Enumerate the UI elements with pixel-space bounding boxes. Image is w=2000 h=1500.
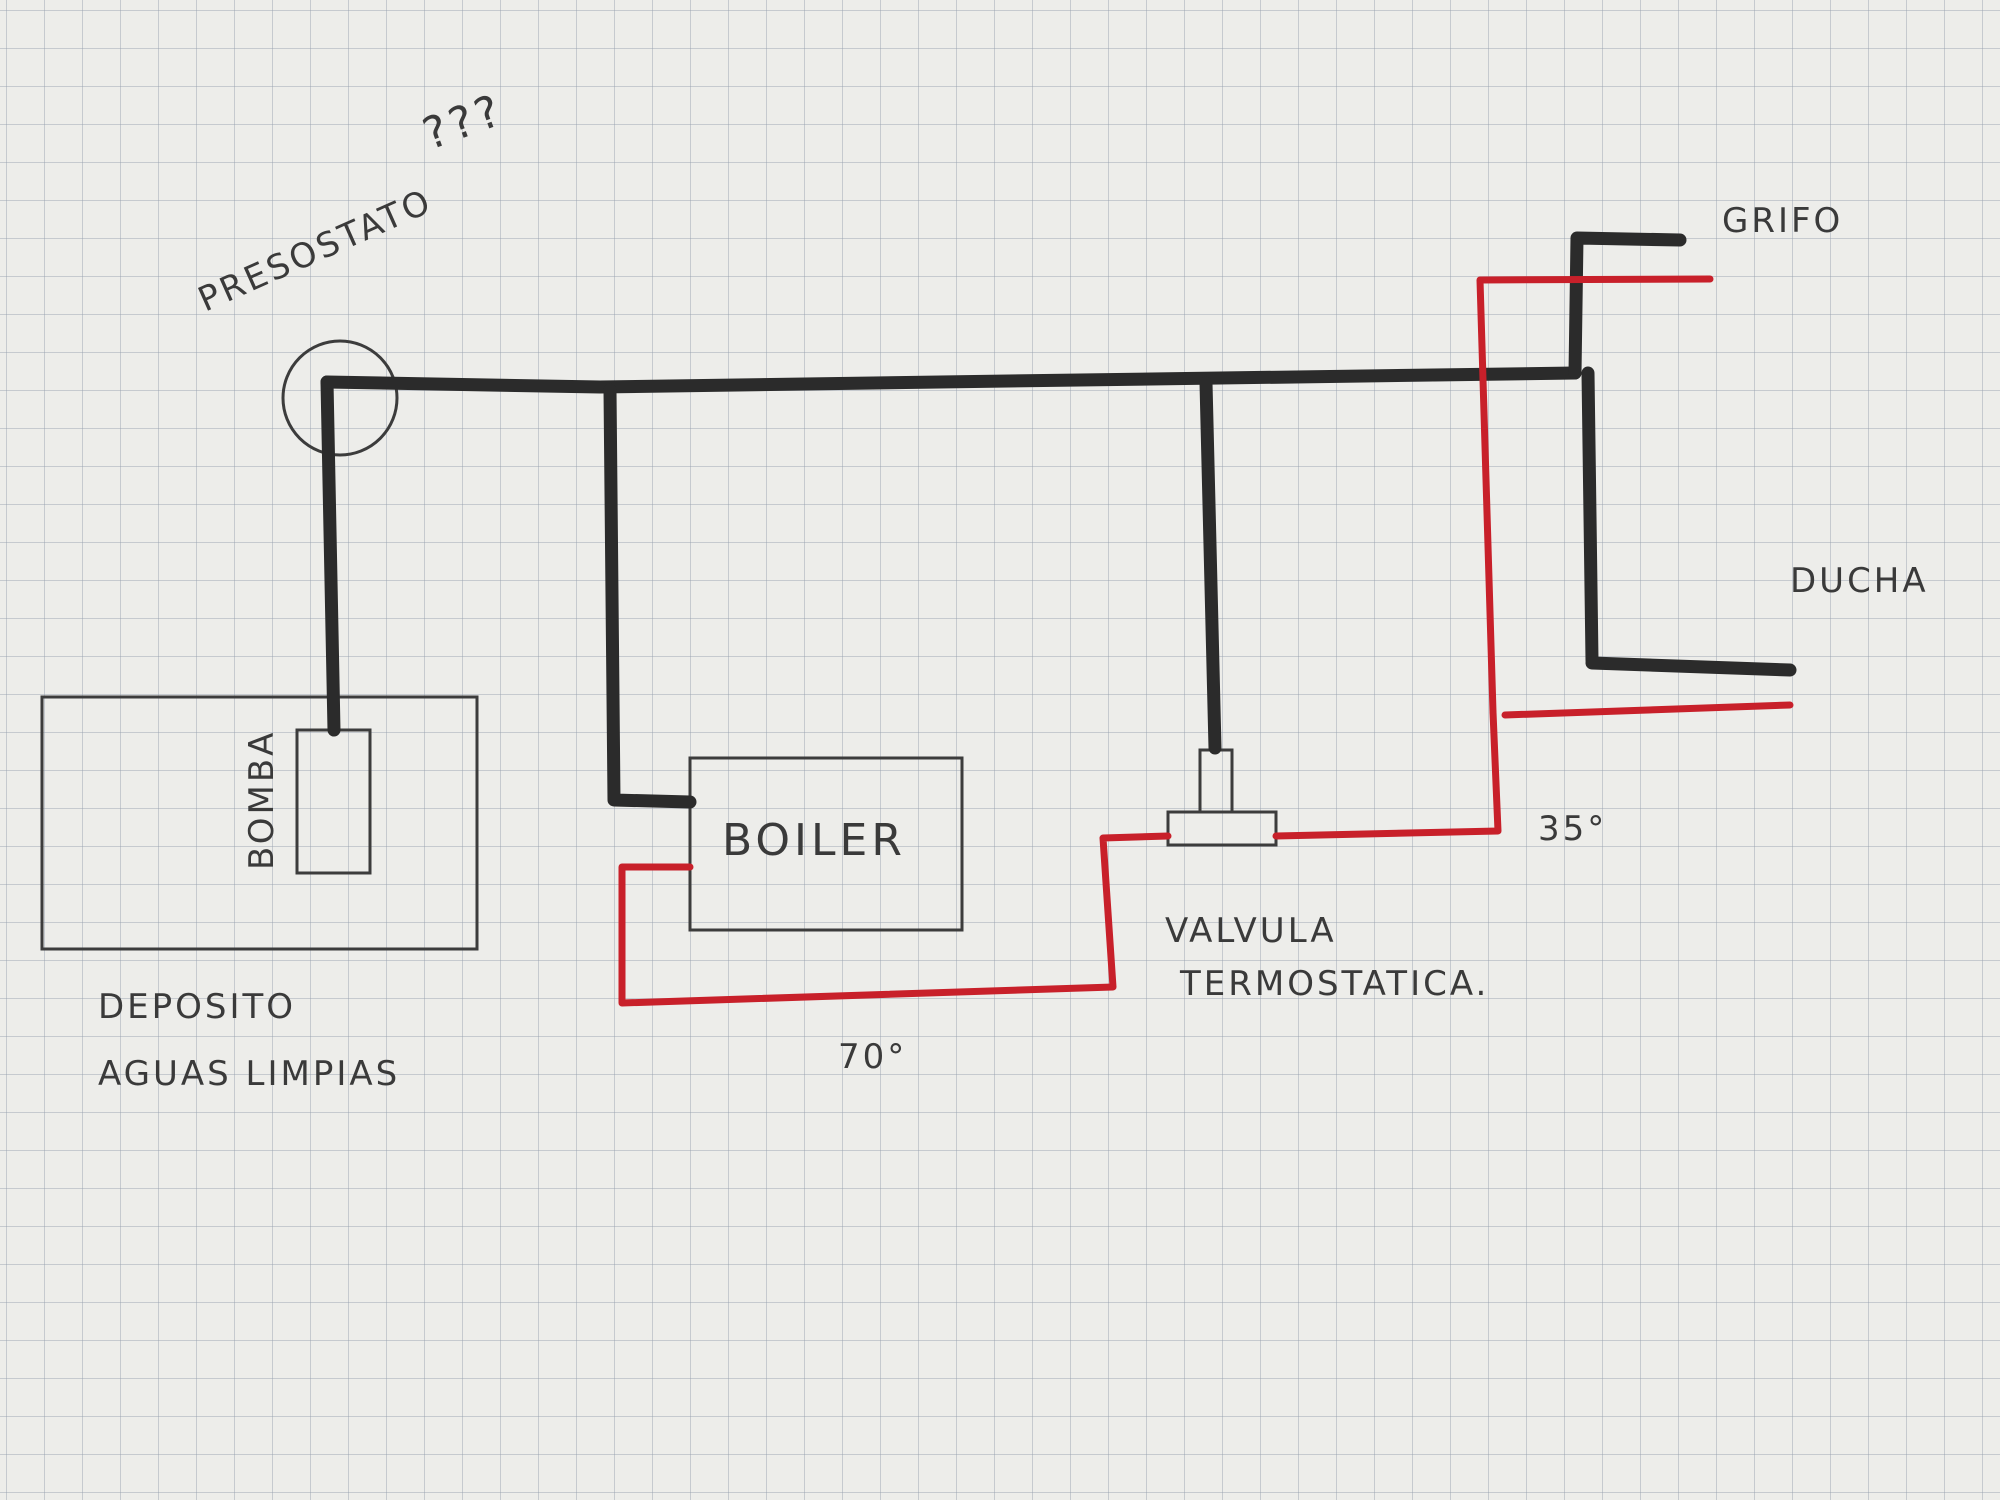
deposito-label-line2: AGUAS LIMPIAS bbox=[98, 1054, 400, 1094]
hot-water-pipes bbox=[618, 275, 1794, 1007]
deposito-label-line1: DEPOSITO bbox=[98, 987, 296, 1027]
pump-riser bbox=[320, 375, 341, 737]
cold-to-ducha bbox=[1585, 656, 1797, 677]
cold-riser-outlets bbox=[1581, 366, 1599, 667]
ducha-label: DUCHA bbox=[1790, 561, 1929, 601]
cold-to-valve bbox=[1199, 376, 1222, 755]
grifo-label: GRIFO bbox=[1722, 201, 1843, 241]
mixed-riser bbox=[1476, 275, 1714, 716]
presostato-circle bbox=[281, 339, 399, 457]
presostato-label: PRESOSTATO bbox=[192, 181, 438, 320]
bomba-box bbox=[295, 728, 372, 875]
boiler-hot-loop bbox=[618, 832, 1172, 1007]
deposito-tank bbox=[40, 695, 479, 951]
main-cold-line bbox=[320, 366, 1582, 394]
mixed-to-ducha bbox=[1501, 701, 1794, 719]
cold-water-pipes bbox=[320, 231, 1797, 809]
temp-mixed-label: 35° bbox=[1538, 809, 1607, 849]
cold-to-grifo bbox=[1568, 231, 1687, 380]
valvula-label-line2: TERMOSTATICA. bbox=[1179, 964, 1489, 1004]
boiler-label: BOILER bbox=[722, 815, 906, 866]
cold-to-boiler bbox=[603, 383, 697, 809]
temp-hot-label: 70° bbox=[838, 1037, 907, 1077]
valvula-termostatica bbox=[1166, 748, 1278, 847]
boiler-box bbox=[688, 756, 964, 932]
valvula-label-line1: VALVULA bbox=[1165, 911, 1337, 951]
question-marks-label: ??? bbox=[416, 84, 511, 160]
bomba-label: BOMBA bbox=[242, 730, 282, 870]
mixed-from-valve bbox=[1272, 708, 1502, 840]
